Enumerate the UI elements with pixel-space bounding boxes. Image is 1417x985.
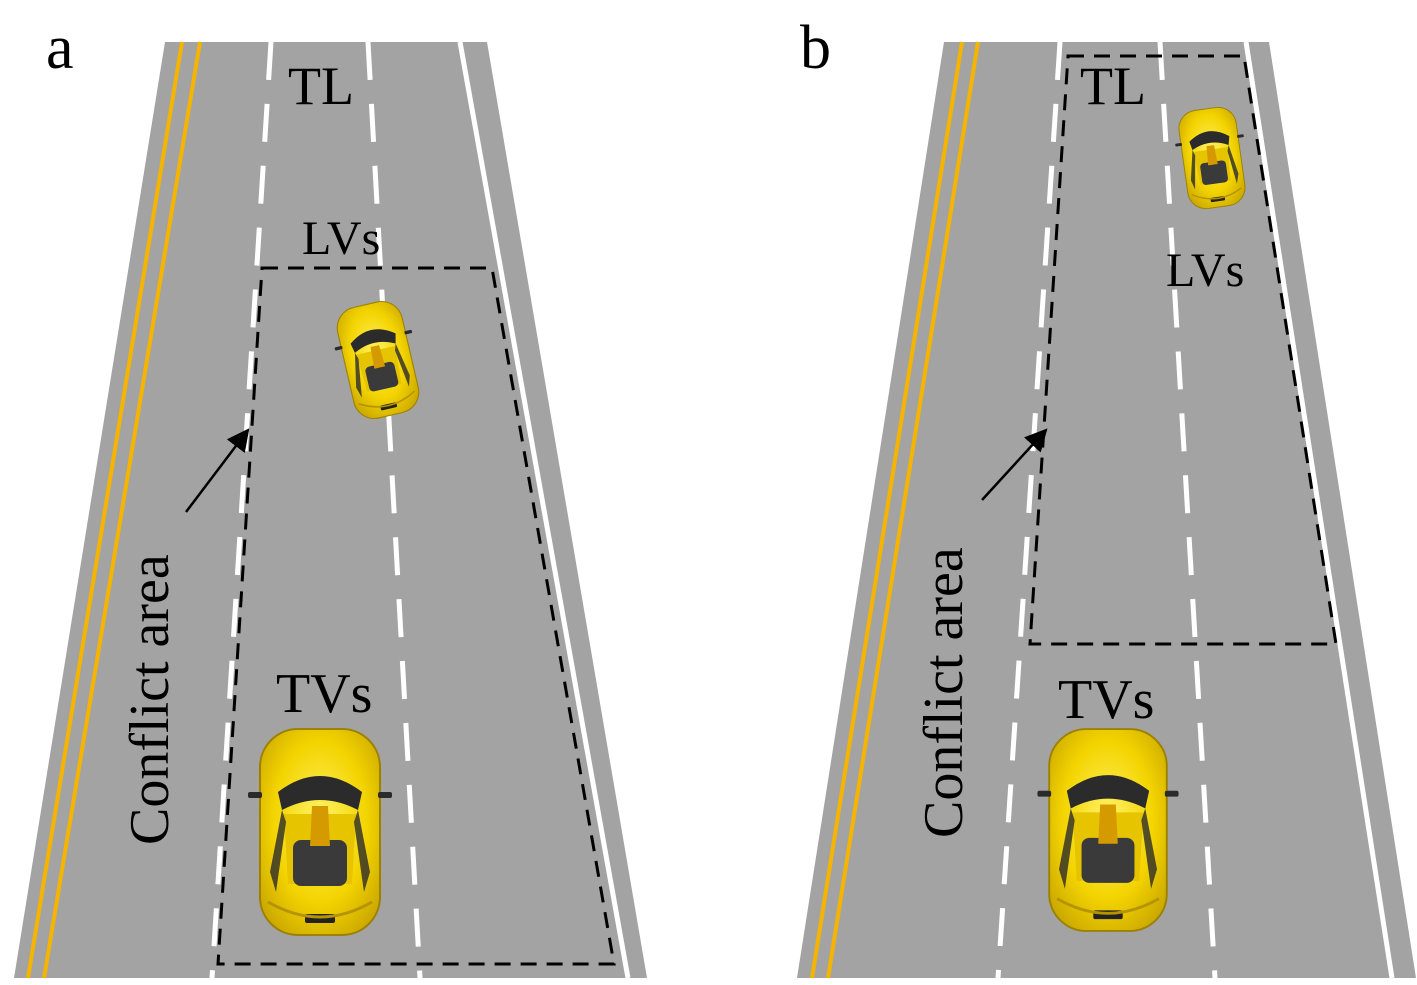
center-line xyxy=(826,41,980,979)
trailing-vehicles-label: TVs xyxy=(276,663,372,725)
center-line xyxy=(42,41,202,979)
lead-vehicles-label: LVs xyxy=(1166,244,1244,297)
road-edge-line xyxy=(1243,41,1395,979)
road-surface xyxy=(797,42,1416,978)
conflict-area-label: Conflict area xyxy=(119,554,181,845)
panel-a: a TL LVs TVs Conflict area xyxy=(14,14,647,979)
lane-divider xyxy=(995,41,1063,979)
lane-divider xyxy=(1157,41,1218,979)
trailing-vehicles-label: TVs xyxy=(1058,669,1154,731)
arrow-icon xyxy=(185,428,250,513)
lane-label: TL xyxy=(1080,56,1146,116)
road-surface xyxy=(14,42,647,978)
panel-letter: b xyxy=(800,14,831,82)
car-icon xyxy=(1035,727,1181,933)
lead-vehicles-label: LVs xyxy=(302,212,380,265)
center-line xyxy=(810,41,964,979)
road-edge-line xyxy=(457,41,631,979)
conflict-area-label: Conflict area xyxy=(913,547,975,838)
panel-b: b TL LVs TVs Conflict area xyxy=(797,14,1416,979)
conflict-area-outline xyxy=(1028,54,1338,646)
center-line xyxy=(26,41,184,979)
lane-label: TL xyxy=(288,56,354,116)
lane-divider xyxy=(365,41,423,979)
arrow-icon xyxy=(981,428,1048,501)
car-icon xyxy=(246,727,394,937)
panel-letter: a xyxy=(46,14,74,82)
lane-divider xyxy=(209,41,274,979)
conflict-area-outline xyxy=(216,266,616,966)
